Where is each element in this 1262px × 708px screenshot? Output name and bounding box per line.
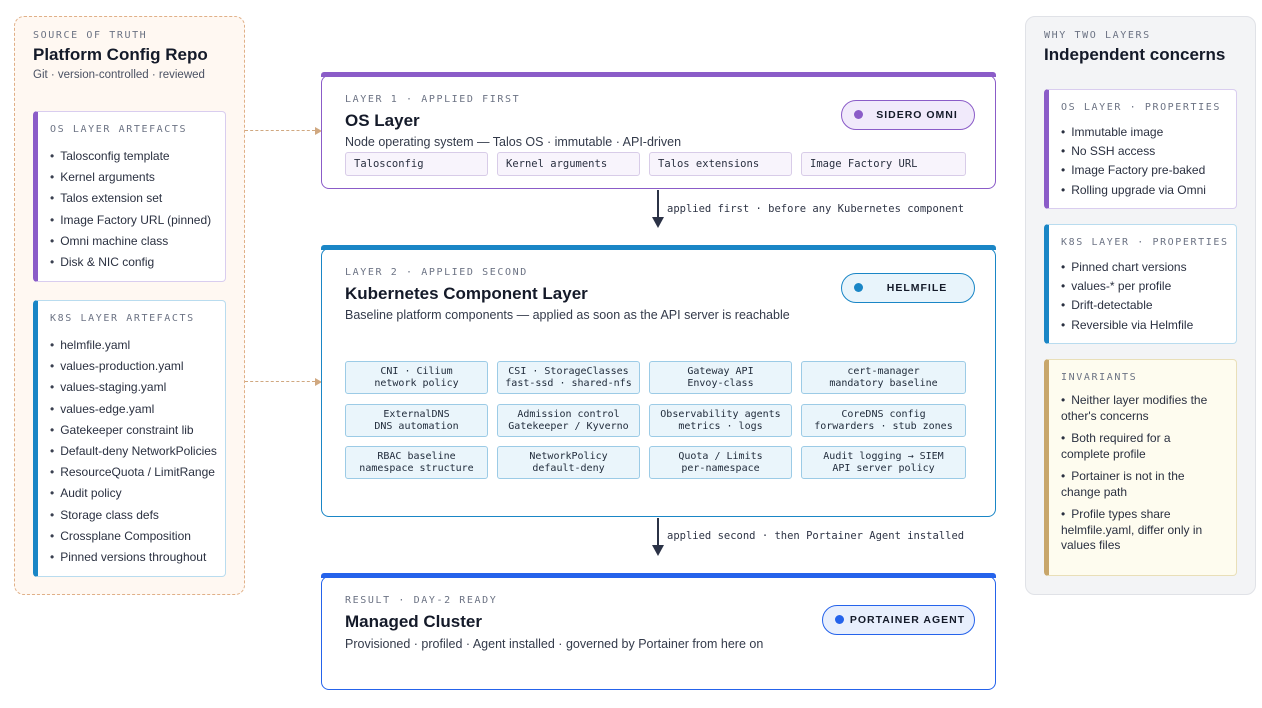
result-accent-bar (321, 573, 996, 578)
source-subtitle: Git · version-controlled · reviewed (33, 69, 205, 81)
result-description: Provisioned · profiled · Agent installed… (345, 637, 764, 651)
badge-dot-icon (854, 283, 863, 292)
arrow2-label: applied second · then Portainer Agent in… (667, 530, 965, 542)
list-item: Gatekeeper constraint lib (50, 420, 217, 441)
k8s-layer-card: LAYER 2 · APPLIED SECOND Kubernetes Comp… (321, 245, 996, 517)
layer1-title: OS Layer (345, 111, 420, 130)
list-item: Immutable image (1061, 123, 1206, 142)
list-item: Audit policy (50, 483, 217, 504)
source-of-truth-panel: SOURCE OF TRUTH Platform Config Repo Git… (14, 16, 245, 595)
list-item: Omni machine class (50, 231, 211, 252)
why-eyebrow: WHY TWO LAYERS (1044, 30, 1151, 41)
list-item: Default-deny NetworkPolicies (50, 441, 217, 462)
os-chip: Image Factory URL (801, 152, 966, 176)
result-title: Managed Cluster (345, 612, 482, 631)
badge-dot-icon (835, 615, 844, 624)
list-item: values-edge.yaml (50, 399, 217, 420)
why-title: Independent concerns (1044, 45, 1226, 64)
arrow1-head (652, 217, 664, 228)
list-item: Profile types share helmfile.yaml, diffe… (1061, 507, 1221, 554)
layer2-description: Baseline platform components — applied a… (345, 308, 790, 322)
result-card: RESULT · DAY-2 READY Managed Cluster Pro… (321, 573, 996, 690)
layer2-title: Kubernetes Component Layer (345, 284, 588, 303)
list-item: Portainer is not in the change path (1061, 469, 1221, 500)
k8s-connector-line (245, 381, 315, 382)
list-item: Rolling upgrade via Omni (1061, 181, 1206, 200)
os-connector-line (245, 130, 315, 131)
list-item: No SSH access (1061, 142, 1206, 161)
k8s-layer-accent-bar (321, 245, 996, 250)
list-item: Kernel arguments (50, 167, 211, 188)
invariants-label: INVARIANTS (1061, 372, 1138, 383)
source-eyebrow: SOURCE OF TRUTH (33, 30, 148, 41)
arrow1-label: applied first · before any Kubernetes co… (667, 203, 965, 215)
list-item: Pinned versions throughout (50, 547, 217, 568)
badge-dot-icon (854, 110, 863, 119)
invariants-box: INVARIANTS Neither layer modifies the ot… (1044, 359, 1237, 576)
list-item: Pinned chart versions (1061, 258, 1193, 277)
layer2-eyebrow: LAYER 2 · APPLIED SECOND (345, 267, 528, 278)
layer1-description: Node operating system — Talos OS · immut… (345, 135, 682, 149)
k8s-artefacts-label: K8S LAYER ARTEFACTS (50, 313, 195, 324)
os-properties-box: OS LAYER · PROPERTIES Immutable image No… (1044, 89, 1237, 209)
sidero-omni-badge: SIDERO OMNI (841, 100, 975, 130)
list-item: Crossplane Composition (50, 526, 217, 547)
list-item: values-* per profile (1061, 277, 1193, 296)
k8s-properties-label: K8S LAYER · PROPERTIES (1061, 237, 1229, 248)
os-layer-card: LAYER 1 · APPLIED FIRST OS Layer Node op… (321, 72, 996, 189)
invariants-list: Neither layer modifies the other's conce… (1061, 393, 1221, 561)
result-eyebrow: RESULT · DAY-2 READY (345, 595, 498, 606)
os-artefacts-list: Talosconfig template Kernel arguments Ta… (50, 146, 211, 273)
k8s-artefacts-list: helmfile.yaml values-production.yaml val… (50, 335, 217, 568)
os-layer-accent-bar (321, 72, 996, 77)
portainer-agent-badge: PORTAINER AGENT (822, 605, 975, 635)
os-artefacts-box: OS LAYER ARTEFACTS Talosconfig template … (33, 111, 226, 282)
list-item: Both required for a complete profile (1061, 431, 1221, 462)
list-item: values-production.yaml (50, 356, 217, 377)
list-item: Image Factory URL (pinned) (50, 210, 211, 231)
list-item: Image Factory pre-baked (1061, 161, 1206, 180)
why-two-layers-panel: WHY TWO LAYERS Independent concerns OS L… (1025, 16, 1256, 595)
list-item: helmfile.yaml (50, 335, 217, 356)
k8s-properties-box: K8S LAYER · PROPERTIES Pinned chart vers… (1044, 224, 1237, 344)
arrow2-head (652, 545, 664, 556)
list-item: Talosconfig template (50, 146, 211, 167)
k8s-connector-arrowhead (315, 377, 322, 386)
k8s-artefacts-box: K8S LAYER ARTEFACTS helmfile.yaml values… (33, 300, 226, 577)
os-chip: Kernel arguments (497, 152, 640, 176)
list-item: Reversible via Helmfile (1061, 316, 1193, 335)
os-chip: Talosconfig (345, 152, 488, 176)
list-item: ResourceQuota / LimitRange (50, 462, 217, 483)
list-item: Talos extension set (50, 188, 211, 209)
os-artefacts-label: OS LAYER ARTEFACTS (50, 124, 188, 135)
list-item: values-staging.yaml (50, 377, 217, 398)
os-properties-label: OS LAYER · PROPERTIES (1061, 102, 1222, 113)
k8s-properties-list: Pinned chart versions values-* per profi… (1061, 258, 1193, 335)
layer1-eyebrow: LAYER 1 · APPLIED FIRST (345, 94, 521, 105)
list-item: Disk & NIC config (50, 252, 211, 273)
list-item: Neither layer modifies the other's conce… (1061, 393, 1221, 424)
list-item: Drift-detectable (1061, 296, 1193, 315)
os-chip: Talos extensions (649, 152, 792, 176)
list-item: Storage class defs (50, 505, 217, 526)
helmfile-badge: HELMFILE (841, 273, 975, 303)
os-properties-list: Immutable image No SSH access Image Fact… (1061, 123, 1206, 200)
os-connector-arrowhead (315, 126, 322, 135)
arrow2-line (657, 518, 659, 546)
source-title: Platform Config Repo (33, 45, 208, 64)
arrow1-line (657, 190, 659, 218)
